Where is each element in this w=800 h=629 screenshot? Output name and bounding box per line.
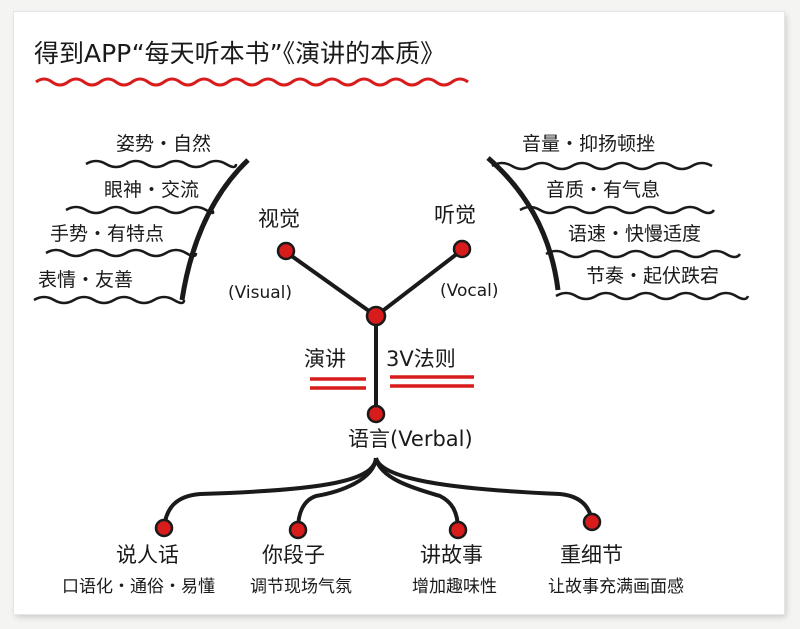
center-node [365, 305, 387, 327]
vocal-item-2: 音质・有气息 [546, 179, 660, 201]
verbal-branch-3-line [374, 457, 460, 531]
verbal-branch-3-node [448, 520, 468, 540]
vocal-node [452, 239, 472, 259]
verbal-branch-3-title: 讲故事 [420, 543, 483, 567]
vocal-item-underline [491, 161, 713, 171]
vocal-label: 听觉 [434, 203, 476, 227]
visual-label: 视觉 [258, 207, 300, 231]
verbal-branch-2-desc: 调节现场气氛 [250, 577, 352, 597]
vocal-item-underline [555, 291, 750, 301]
page-title: 得到APP“每天听本书”《演讲的本质》 [34, 39, 445, 68]
vocal-item-3: 语速・快慢适度 [568, 223, 701, 245]
visual-bracket-arc [179, 158, 250, 301]
verbal-branch-4-title: 重细节 [560, 543, 623, 567]
verbal-branch-4-desc: 让故事充满画面感 [548, 577, 684, 597]
verbal-branch-2-title: 你段子 [262, 543, 325, 567]
visual-item-underline [33, 295, 186, 305]
verbal-branch-4-line [374, 457, 594, 523]
center-right-label: 3V法则 [386, 347, 456, 371]
verbal-branch-1-line [162, 457, 378, 529]
visual-item-4: 表情・友善 [38, 269, 133, 291]
visual-item-underline [85, 159, 238, 169]
paper-card [14, 12, 784, 614]
visual-item-3: 手势・有特点 [50, 223, 164, 245]
vocal-item-1: 音量・抑扬顿挫 [522, 133, 655, 155]
visual-branch-line [284, 250, 378, 318]
visual-sub-label: (Visual) [228, 283, 292, 303]
vocal-sub-label: (Vocal) [440, 281, 498, 301]
verbal-branch-1-node [154, 518, 174, 538]
verbal-branch-2-node [288, 520, 308, 540]
visual-item-underline [65, 205, 215, 215]
visual-item-underline [45, 248, 198, 258]
vocal-item-4: 节奏・起伏跌宕 [586, 265, 719, 287]
verbal-branch-4-node [582, 512, 602, 532]
visual-node [276, 241, 296, 261]
vocal-bracket-arc [486, 156, 561, 291]
verbal-branch-3-desc: 增加趣味性 [412, 577, 497, 597]
title-underline [35, 77, 469, 87]
visual-item-1: 姿势・自然 [116, 133, 211, 155]
vocal-branch-line [374, 248, 464, 318]
vocal-item-underline [545, 249, 742, 259]
visual-item-2: 眼神・交流 [104, 179, 199, 201]
verbal-branch-2-line [296, 457, 378, 531]
verbal-branch-1-desc: 口语化・通俗・易懂 [62, 577, 215, 597]
verbal-label: 语言(Verbal) [348, 427, 473, 451]
center-left-label: 演讲 [304, 347, 346, 371]
vocal-item-underline [519, 205, 716, 215]
verbal-node [366, 404, 386, 424]
verbal-branch-1-title: 说人话 [116, 543, 179, 567]
